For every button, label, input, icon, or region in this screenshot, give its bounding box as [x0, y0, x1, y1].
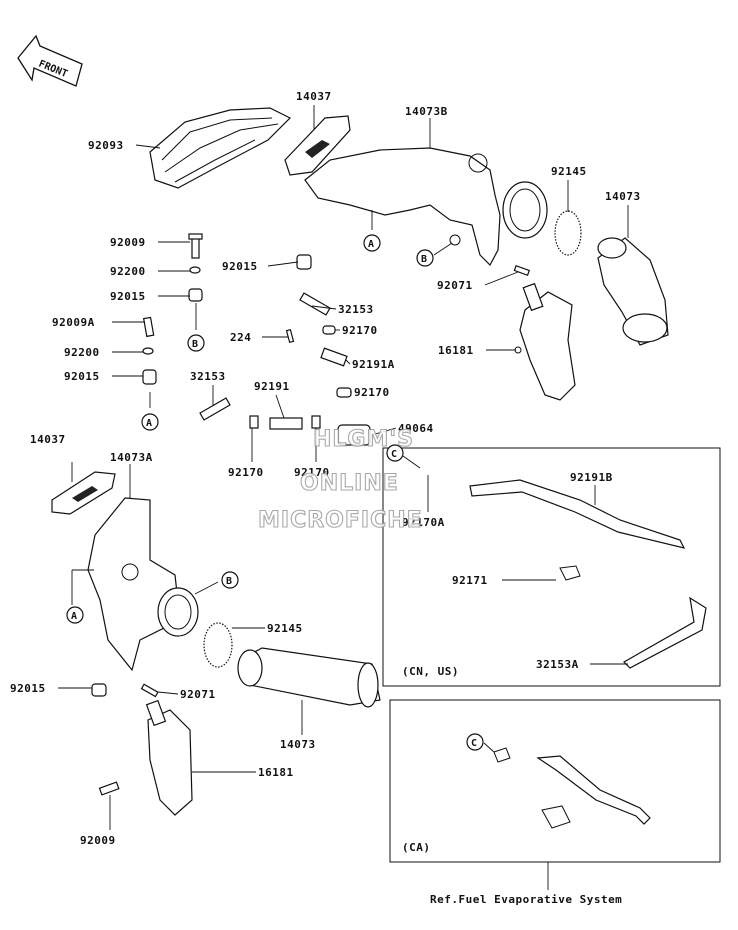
part-92015-collar-bottom [91, 683, 107, 697]
label-92071-top: 92071 [437, 279, 473, 292]
part-92071-pin-top [513, 264, 531, 276]
label-14073-top: 14073 [605, 190, 641, 203]
cn-us-box [382, 447, 721, 687]
box-label-ca: (CA) [402, 841, 431, 854]
label-14037-top: 14037 [296, 90, 332, 103]
label-92191: 92191 [254, 380, 290, 393]
label-14037-bottom: 14037 [30, 433, 66, 446]
marker-C-mid: C [386, 444, 404, 462]
svg-text:HLGM'S: HLGM'S [313, 427, 414, 452]
label-92009-a: 92009 [110, 236, 146, 249]
label-92015-bottom: 92015 [10, 682, 46, 695]
svg-text:B: B [421, 254, 427, 265]
label-32153A: 32153A [536, 658, 579, 671]
label-92093: 92093 [88, 139, 124, 152]
svg-text:MICROFICHE: MICROFICHE [258, 508, 423, 533]
part-92145-oring-bottom [203, 622, 233, 668]
part-14073A-duct [87, 497, 199, 672]
ca-box [389, 699, 721, 863]
part-14073-tube-top [597, 237, 669, 346]
label-92015-a: 92015 [110, 290, 146, 303]
label-92191A: 92191A [352, 358, 395, 371]
marker-B-left: B [187, 334, 205, 352]
label-224: 224 [230, 331, 251, 344]
marker-B-top: B [416, 249, 434, 267]
label-32153-b: 32153 [190, 370, 226, 383]
part-14073B-duct [304, 147, 548, 266]
label-92170-c: 92170 [228, 466, 264, 479]
label-92200-a: 92200 [110, 265, 146, 278]
marker-B-bottom: B [221, 571, 239, 589]
svg-text:B: B [226, 576, 232, 587]
svg-text:A: A [146, 418, 152, 429]
label-92170A: 92170A [402, 516, 445, 529]
label-92170-d: 92170 [294, 466, 330, 479]
label-14073A: 14073A [110, 451, 153, 464]
label-92071-bottom: 92071 [180, 688, 216, 701]
part-92145-oring-top [554, 210, 582, 256]
label-49064: 49064 [398, 422, 434, 435]
part-14037-grille-bottom [51, 471, 116, 515]
part-14073-tube-bottom [237, 647, 381, 708]
label-92015-b: 92015 [64, 370, 100, 383]
marker-A-left: A [141, 413, 159, 431]
svg-text:C: C [391, 449, 397, 460]
leader-lines [58, 105, 629, 890]
part-16181-bracket-bottom [145, 699, 193, 816]
label-92171: 92171 [452, 574, 488, 587]
watermark: HLGM'S ONLINE MICROFICHE [257, 426, 423, 533]
label-92145-top: 92145 [551, 165, 587, 178]
label-92170-a: 92170 [342, 324, 378, 337]
part-92009-bolt-bottom [98, 781, 120, 796]
front-arrow-icon: FRONT [17, 34, 83, 87]
reference-note: Ref.Fuel Evaporative System [430, 893, 622, 906]
part-92093-filter [149, 107, 292, 189]
box-label-cn-us: (CN, US) [402, 665, 459, 678]
label-92009-bottom: 92009 [80, 834, 116, 847]
label-14073B: 14073B [405, 105, 448, 118]
label-92191B: 92191B [570, 471, 613, 484]
part-92071-pin-bottom [140, 683, 159, 698]
label-16181-bottom: 16181 [258, 766, 294, 779]
part-14037-grille-top [284, 115, 351, 176]
svg-text:A: A [368, 239, 374, 250]
label-32153-a: 32153 [338, 303, 374, 316]
svg-text:B: B [192, 339, 198, 350]
marker-A-top: A [363, 234, 381, 252]
label-92145-bottom: 92145 [267, 622, 303, 635]
svg-text:A: A [71, 611, 77, 622]
hardware-column [142, 233, 371, 446]
label-92200-b: 92200 [64, 346, 100, 359]
marker-A-bottom: A [66, 606, 84, 624]
svg-text:ONLINE: ONLINE [300, 471, 399, 496]
label-92009A: 92009A [52, 316, 95, 329]
marker-C-ca: C [466, 733, 484, 751]
label-16181-top: 16181 [438, 344, 474, 357]
label-92015-c: 92015 [222, 260, 258, 273]
svg-text:C: C [471, 738, 477, 749]
label-14073-bottom: 14073 [280, 738, 316, 751]
label-92170-b: 92170 [354, 386, 390, 399]
part-16181-bracket-top [514, 282, 576, 401]
